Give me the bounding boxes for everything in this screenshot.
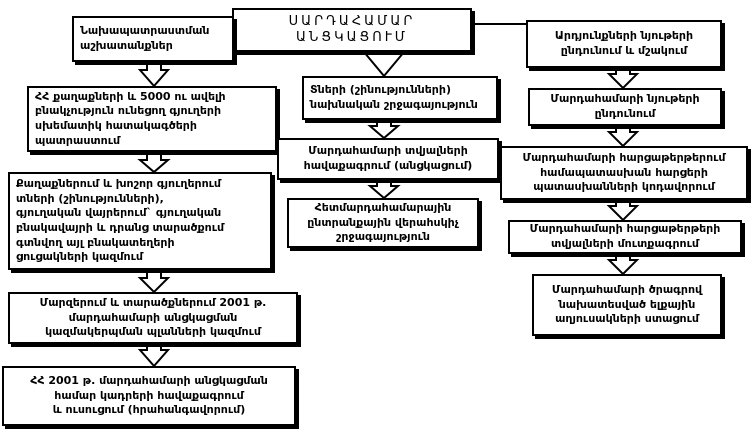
arrow-middle-1: [367, 121, 401, 140]
middle-step-preliminary-tour: Տների (շինությունների) նախնական շրջագայո…: [302, 76, 498, 120]
right-step-materials-acceptance: Մարդահամարի նյութերի ընդունում: [528, 88, 722, 126]
arrow-middle-2: [367, 181, 401, 200]
left-step-schematic-plans: ՀՀ քաղաքների և 5000 ու ավելի բնակչությու…: [27, 86, 277, 152]
right-step-coding: Մարդահամարի հարցաթերթերում համապատասխան …: [500, 146, 748, 200]
arrow-right-1: [606, 69, 640, 90]
left-step-regional-plans: Մարզերում և տարածքներում 2001 թ. մարդահա…: [8, 292, 298, 344]
right-step-output-tables: Մարդահամարի ծրագրով նախատեսված ելքային ա…: [532, 274, 722, 336]
arrow-left-3: [137, 271, 171, 294]
arrow-left-4: [137, 343, 171, 368]
arrow-right-4: [606, 255, 640, 276]
right-step-results-processing: Արդյունքների նյութերի ընդունում և մշակու…: [526, 20, 722, 68]
left-step-staff-training: ՀՀ 2001 թ. մարդահամարի անցկացման համար կ…: [2, 366, 296, 426]
arrow-right-3: [606, 201, 640, 222]
arrow-right-2: [606, 127, 640, 148]
left-step-building-lists: Քաղաքներում և խոշոր գյուղերում տների (շի…: [8, 172, 272, 270]
census-title-box: ՍԱՐԴԱՀԱՄԱՐ ԱՆՑԿԱՑՈՒՄ: [232, 8, 472, 52]
arrow-left-2: [137, 153, 171, 174]
left-step-preparation: Նախապատրաստման աշխատանքներ: [72, 16, 234, 62]
middle-step-control-tour: Հետմարդահամարային ընտրանքային վերահսկիչ …: [287, 198, 479, 248]
arrow-left-1: [137, 63, 171, 88]
right-step-data-entry: Մարդահամարի հարցաթերթերի տվյալների մուտք…: [508, 220, 742, 254]
middle-step-data-collection: Մարդահամարի տվյալների հավաքագրում (անցկա…: [277, 138, 499, 180]
